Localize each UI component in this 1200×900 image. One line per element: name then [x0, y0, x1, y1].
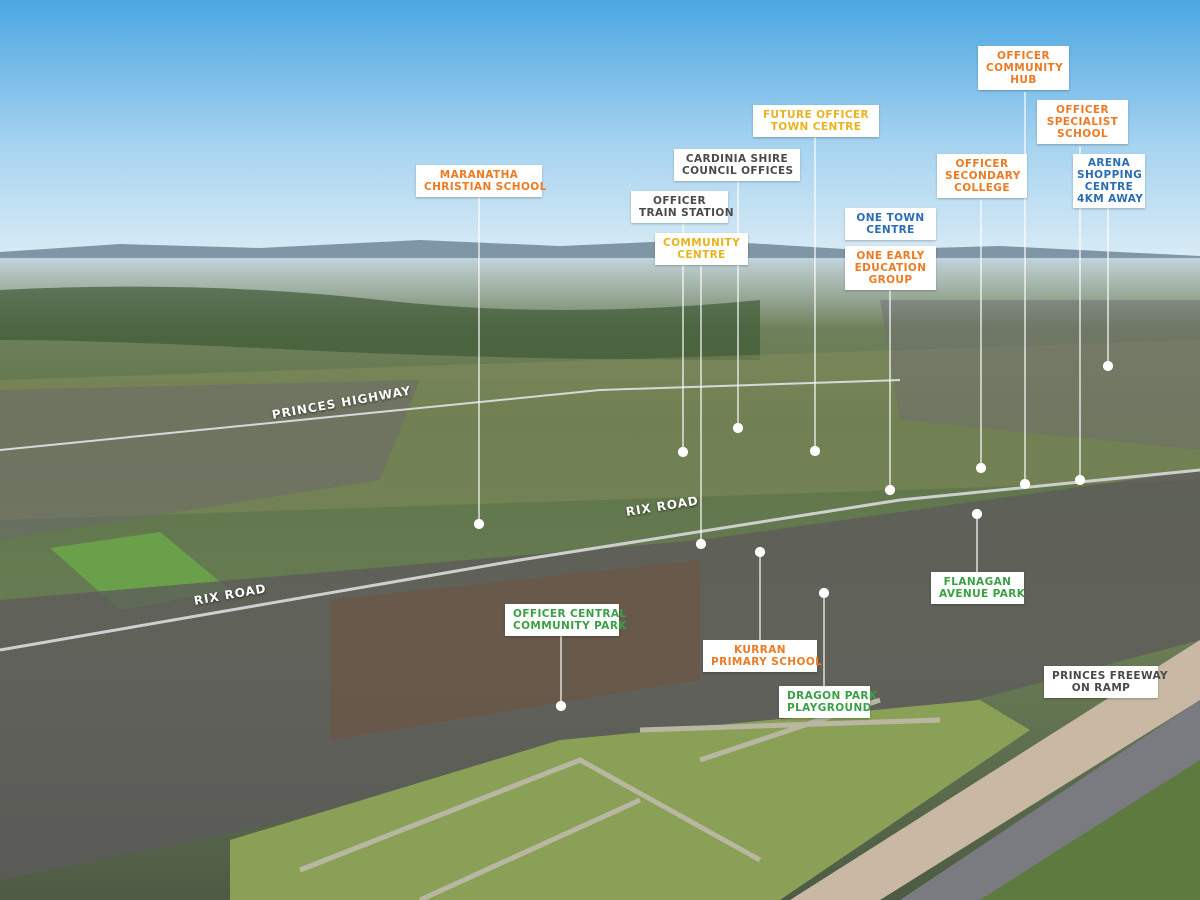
poi-label-line: SCHOOL: [1057, 128, 1108, 140]
freeway-embankment: [790, 640, 1200, 900]
freeway-verge: [980, 760, 1200, 900]
poi-label-line: 4KM AWAY: [1077, 193, 1144, 205]
poi-label-line: HUB: [1010, 74, 1037, 86]
poi-label-line: OFFICER: [997, 50, 1050, 62]
poi-label-line: FUTURE OFFICER: [762, 109, 870, 121]
poi-label-line: OFFICER: [653, 195, 706, 207]
poi-label-line: ONE EARLY: [856, 250, 925, 262]
poi-maranatha-christian-school: MARANATHA CHRISTIAN SCHOOL: [416, 165, 547, 197]
poi-cardinia-shire-council-offices: CARDINIA SHIRE COUNCIL OFFICES: [674, 149, 800, 181]
poi-label-line: ON RAMP: [1071, 682, 1131, 694]
new-estate: [0, 470, 1200, 880]
poi-one-early-education-group: ONE EARLY EDUCATION GROUP: [845, 246, 936, 290]
poi-label-line: COMMUNITY: [663, 237, 741, 249]
poi-label-line: COMMUNITY: [986, 62, 1064, 74]
poi-one-town-centre: ONE TOWN CENTRE: [845, 208, 936, 240]
poi-future-officer-town-centre: FUTURE OFFICER TOWN CENTRE: [753, 105, 879, 137]
poi-label-line: SHOPPING: [1077, 169, 1143, 181]
poi-officer-specialist-school: OFFICER SPECIALIST SCHOOL: [1037, 100, 1128, 144]
forest-hills: [0, 286, 760, 360]
poi-label-line: TRAIN STATION: [639, 207, 734, 219]
poi-label-line: CARDINIA SHIRE: [685, 153, 789, 165]
poi-label-line: CENTRE: [1084, 181, 1134, 193]
suburb-left: [0, 380, 420, 540]
poi-label-line: OFFICER CENTRAL: [513, 608, 627, 620]
poi-label-line: CHRISTIAN SCHOOL: [424, 181, 547, 193]
poi-flanagan-avenue-park: FLANAGAN AVENUE PARK: [931, 572, 1026, 604]
poi-label-line: TOWN CENTRE: [770, 121, 862, 133]
poi-label-line: MARANATHA: [439, 169, 519, 181]
poi-label-line: FLANAGAN: [943, 576, 1012, 588]
poi-officer-secondary-college: OFFICER SECONDARY COLLEGE: [937, 154, 1027, 198]
poi-label-line: OFFICER: [955, 158, 1009, 170]
poi-label-line: EDUCATION: [854, 262, 927, 274]
poi-officer-central-community-park: OFFICER CENTRAL COMMUNITY PARK: [505, 604, 627, 636]
poi-label-line: SPECIALIST: [1046, 116, 1119, 128]
poi-kurran-primary-school: KURRAN PRIMARY SCHOOL: [703, 640, 823, 672]
poi-label-line: ONE TOWN: [856, 212, 925, 224]
poi-label-line: AVENUE PARK: [939, 588, 1026, 600]
poi-officer-community-hub: OFFICER COMMUNITY HUB: [978, 46, 1069, 90]
poi-dragon-park-playground: DRAGON PARK PLAYGROUND: [779, 686, 878, 718]
poi-label-line: PRIMARY SCHOOL: [711, 656, 823, 668]
poi-princes-freeway-on-ramp: PRINCES FREEWAY ON RAMP: [1044, 666, 1169, 698]
poi-label-line: COUNCIL OFFICES: [682, 165, 794, 177]
poi-label-line: COMMUNITY PARK: [513, 620, 627, 632]
suburb-right: [880, 300, 1200, 450]
poi-label-line: ARENA: [1087, 157, 1131, 169]
poi-label-line: CENTRE: [677, 249, 726, 261]
poi-label-line: CENTRE: [866, 224, 915, 236]
sky: [0, 0, 1200, 270]
grass-paths: [299, 697, 941, 900]
poi-label-line: OFFICER: [1056, 104, 1109, 116]
poi-arena-shopping-centre: ARENA SHOPPING CENTRE 4KM AWAY: [1073, 154, 1145, 208]
poi-label-line: COLLEGE: [954, 182, 1010, 194]
poi-label-line: GROUP: [868, 274, 913, 286]
princes-freeway: [900, 700, 1200, 900]
poi-officer-train-station: OFFICER TRAIN STATION: [631, 191, 734, 223]
poi-label-line: SECONDARY: [945, 170, 1021, 182]
highway-line: [0, 379, 901, 451]
poi-label-line: DRAGON PARK: [787, 690, 878, 702]
poi-label-line: PLAYGROUND: [787, 702, 872, 714]
poi-label-line: KURRAN: [734, 644, 786, 656]
poi-label-line: PRINCES FREEWAY: [1052, 670, 1169, 682]
rix-road-line: [0, 468, 1200, 652]
open-grass: [230, 700, 1030, 900]
poi-community-centre: COMMUNITY CENTRE: [655, 233, 748, 265]
